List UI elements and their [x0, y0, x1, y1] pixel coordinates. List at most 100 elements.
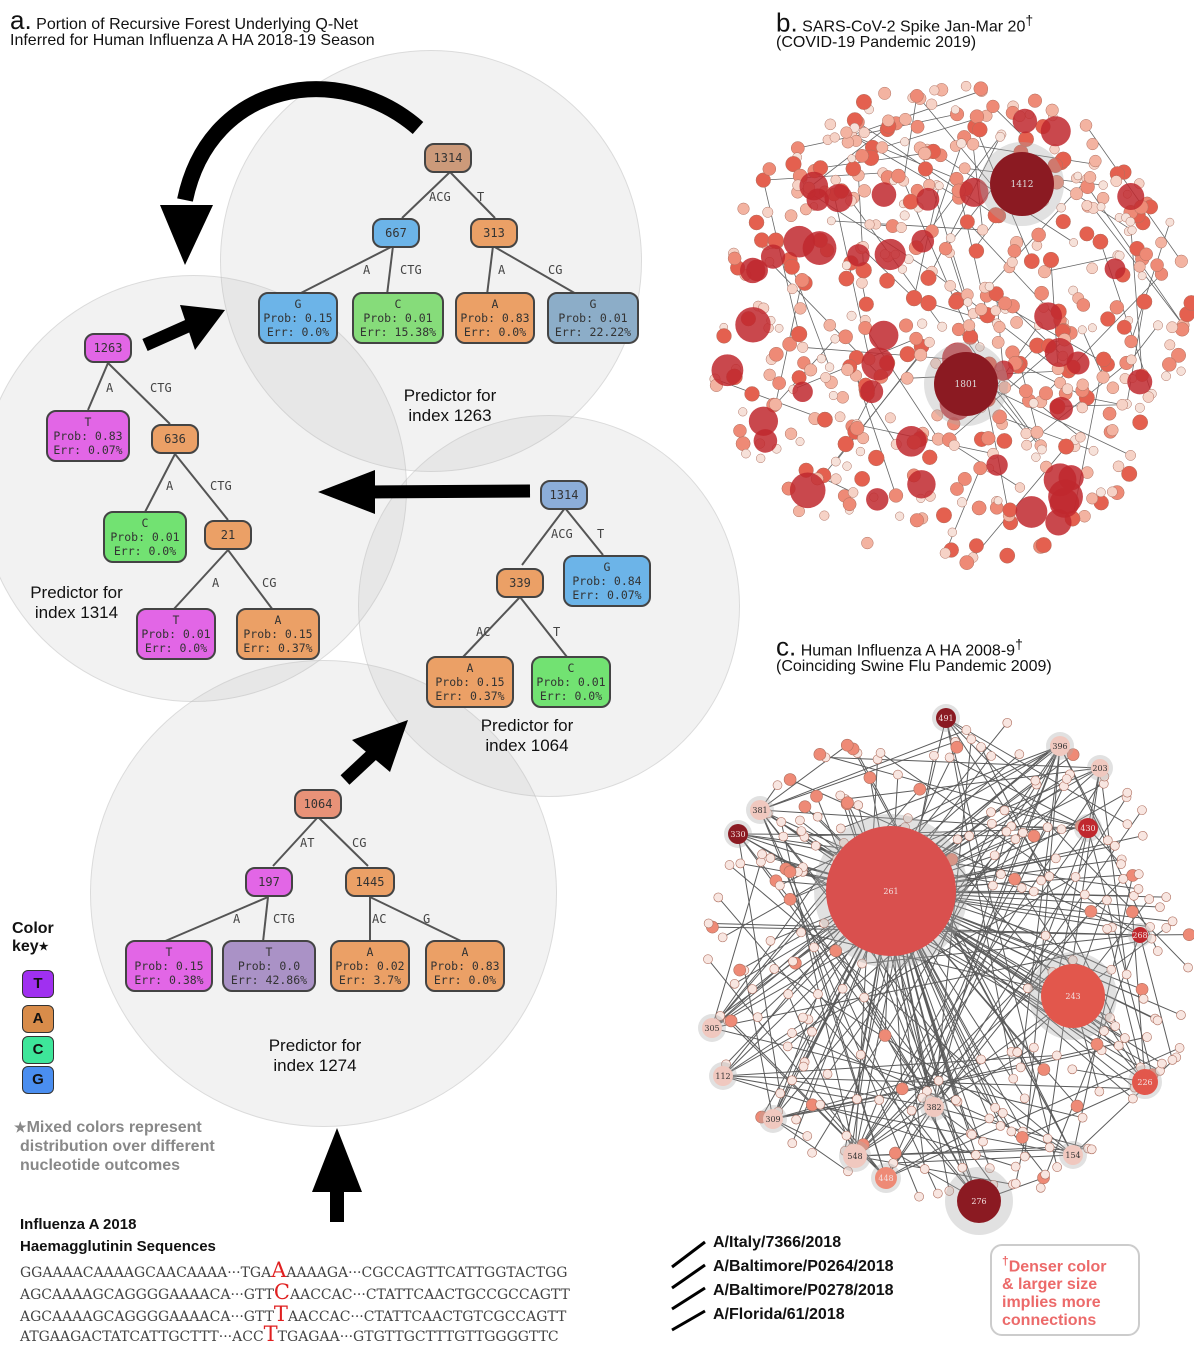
network-node [704, 919, 713, 928]
network-node [1126, 906, 1138, 918]
network-node [1009, 1074, 1018, 1083]
network-node [1043, 1134, 1052, 1143]
network-node [965, 831, 974, 840]
network-node [1091, 1038, 1103, 1050]
network-node [1028, 830, 1040, 842]
network-node [914, 783, 926, 795]
network-node [860, 993, 869, 1002]
network-node [766, 854, 775, 863]
network-node [725, 1015, 737, 1027]
network-node [996, 870, 1005, 879]
network-node [1145, 895, 1154, 904]
network-node [945, 753, 954, 762]
network-node [1018, 828, 1027, 837]
network-node [854, 801, 863, 810]
network-node [951, 1096, 960, 1105]
network-node [1000, 806, 1009, 815]
network-node [951, 741, 963, 753]
network-node [1045, 872, 1054, 881]
network-node [1153, 947, 1162, 956]
network-node [1123, 820, 1132, 829]
network-node [1168, 1055, 1177, 1064]
network-node [1013, 1048, 1022, 1057]
network-node [991, 1103, 1000, 1112]
network-node [1139, 994, 1148, 1003]
network-node [787, 1028, 796, 1037]
network-node [1085, 905, 1097, 917]
network-node [776, 1089, 785, 1098]
network-node [996, 1121, 1005, 1130]
network-node [1183, 929, 1194, 941]
network-node [915, 1192, 924, 1201]
hub-label: 243 [1065, 992, 1080, 1001]
network-node [988, 881, 997, 890]
network-node [1017, 883, 1026, 892]
network-node [1117, 860, 1126, 869]
network-node [1029, 1043, 1038, 1052]
network-node [810, 943, 819, 952]
network-node [714, 893, 723, 902]
hub-label: 491 [938, 714, 953, 723]
network-node [1036, 1183, 1045, 1192]
hub-label: 305 [704, 1024, 719, 1033]
hub-label: 430 [1080, 824, 1095, 833]
network-node [864, 772, 876, 784]
network-node [987, 819, 996, 828]
network-node [1143, 1033, 1152, 1042]
network-node [967, 735, 976, 744]
network-node [838, 984, 847, 993]
network-node [1068, 1065, 1077, 1074]
hub-label: 261 [883, 887, 898, 896]
network-node [1136, 983, 1148, 995]
network-node [1011, 1162, 1020, 1171]
network-node [920, 1165, 929, 1174]
network-node [929, 751, 938, 760]
network-node [811, 790, 823, 802]
network-node [1031, 776, 1040, 785]
network-node [777, 817, 786, 826]
network-node [808, 1027, 817, 1036]
network-node [977, 742, 986, 751]
network-node [823, 1069, 832, 1078]
network-node [987, 751, 996, 760]
network-node [814, 748, 826, 760]
network-node [1041, 931, 1050, 940]
network-node [1111, 1022, 1120, 1031]
network-node [879, 1030, 891, 1042]
network-node [971, 1150, 980, 1159]
network-node [1011, 1179, 1020, 1188]
network-node [808, 1148, 817, 1157]
network-node [1175, 1043, 1184, 1052]
network-node [799, 801, 811, 813]
network-node [1155, 903, 1164, 912]
network-node [770, 964, 779, 973]
network-node [852, 1095, 861, 1104]
network-node [792, 1115, 801, 1124]
network-node [1071, 1100, 1083, 1112]
network-node [813, 812, 822, 821]
network-node [842, 797, 854, 809]
hub-label: 382 [926, 1103, 941, 1112]
network-node [816, 1100, 825, 1109]
network-node [842, 1131, 851, 1140]
network-node [1103, 924, 1112, 933]
hub-label: 548 [847, 1152, 862, 1161]
hub-label: 154 [1065, 1151, 1080, 1160]
network-node [934, 1076, 943, 1085]
network-node [784, 774, 796, 786]
hub-label: 203 [1092, 764, 1107, 773]
network-node [1134, 884, 1143, 893]
network-node [1037, 876, 1046, 885]
network-node [1071, 872, 1080, 881]
network-node [953, 835, 962, 844]
network-node [799, 1062, 808, 1071]
network-node [1162, 893, 1171, 902]
network-node [795, 816, 804, 825]
network-node [1153, 1016, 1162, 1025]
network-node [1016, 1131, 1028, 1143]
hub-label: 112 [715, 1072, 730, 1081]
network-node [977, 1055, 986, 1064]
network-node [1087, 1145, 1096, 1154]
network-node [775, 881, 784, 890]
